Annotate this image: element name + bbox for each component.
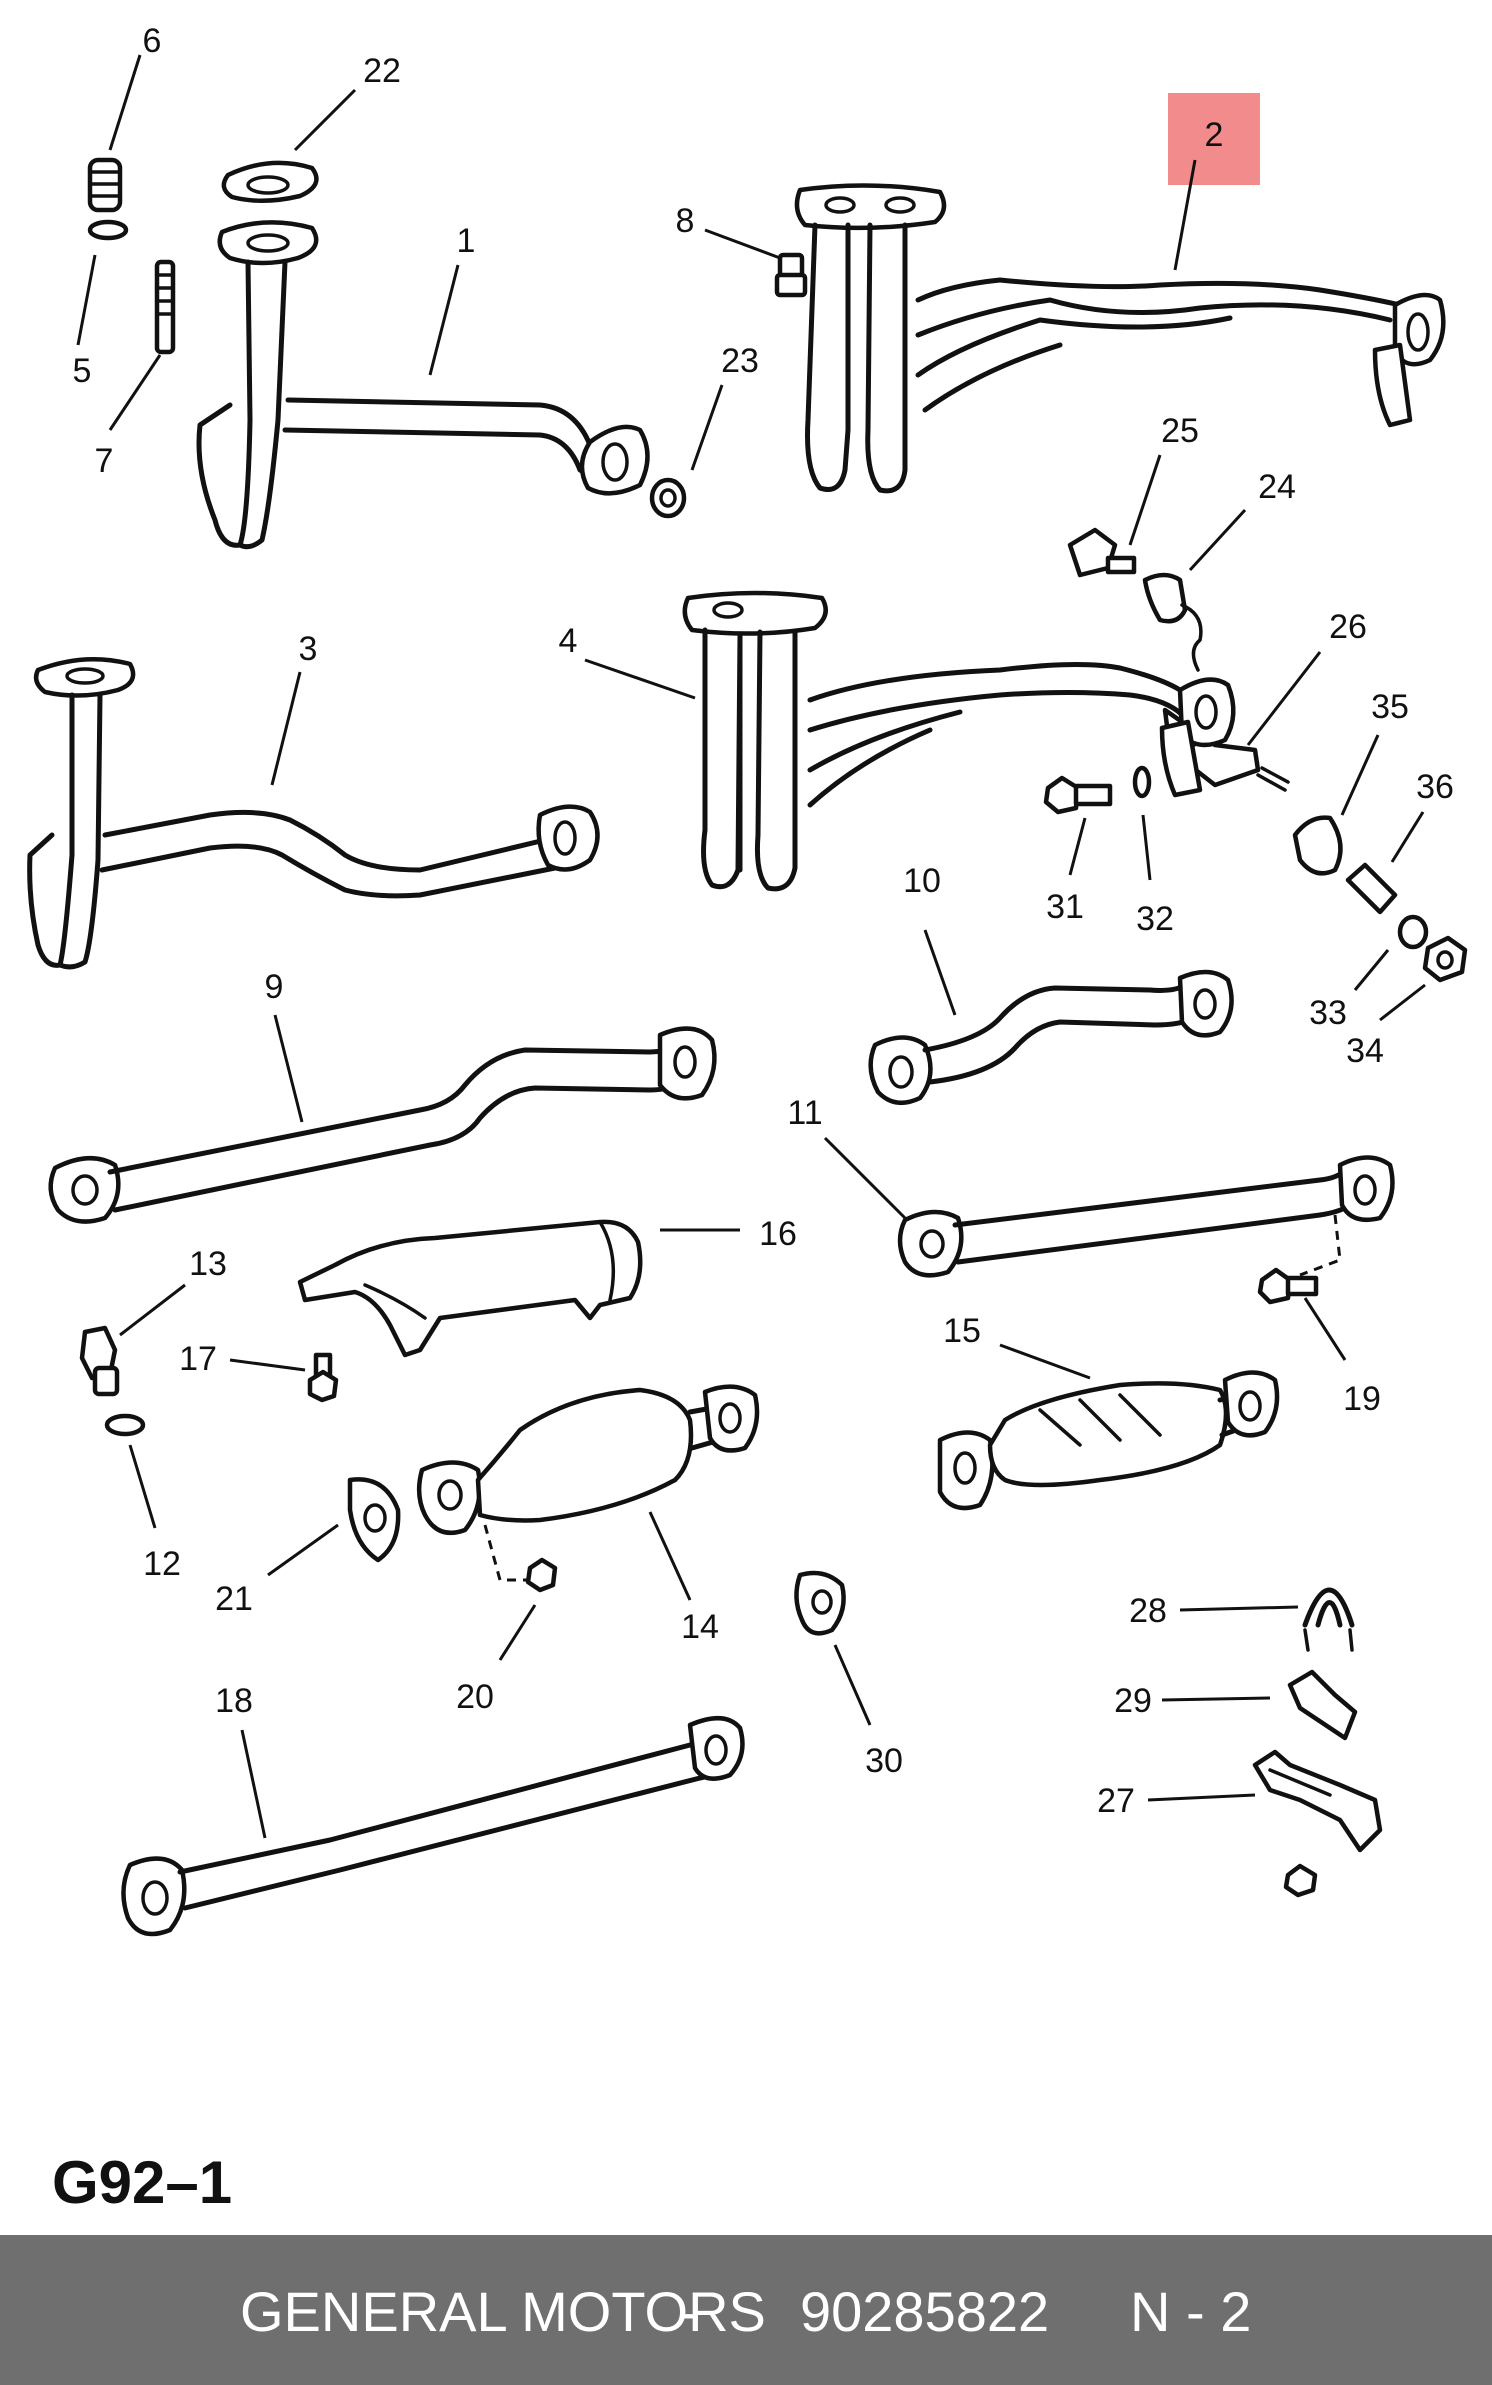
part-14-catalytic-converter <box>416 1384 760 1536</box>
callout-4: 4 <box>559 622 578 660</box>
part-20-nut <box>525 1557 558 1593</box>
part-8-bolt <box>774 252 808 298</box>
callout-27: 27 <box>1097 1782 1135 1820</box>
callout-21: 21 <box>215 1580 253 1618</box>
part-27-nut <box>1283 1863 1318 1898</box>
part-27-bracket <box>1252 1749 1383 1853</box>
callout-29: 29 <box>1114 1682 1152 1720</box>
part-30-hanger <box>794 1570 846 1636</box>
part-9-pipe <box>48 1026 717 1224</box>
part-35-bush <box>1292 815 1343 876</box>
part-23-nut <box>649 477 687 519</box>
part-12-washer <box>104 1413 146 1437</box>
callout-14: 14 <box>681 1608 719 1646</box>
callout-6: 6 <box>143 22 162 60</box>
part-4-exhaust-manifold <box>682 590 1236 892</box>
callout-9: 9 <box>265 968 284 1006</box>
part-16-heat-shield <box>297 1219 643 1358</box>
callout-3: 3 <box>299 630 318 668</box>
part-15-catalytic-converter <box>937 1370 1280 1511</box>
callout-16: 16 <box>759 1215 797 1253</box>
parts-diagram: 6 22 1 5 7 8 23 2 25 24 26 35 36 33 34 3… <box>27 22 1468 1937</box>
part-33-washer <box>1397 914 1429 950</box>
callout-numbers: 6 22 1 5 7 8 23 2 25 24 26 35 36 33 34 3… <box>73 22 1454 1820</box>
callout-18: 18 <box>215 1682 253 1720</box>
callout-33: 33 <box>1309 994 1347 1032</box>
part-1-downpipe <box>196 220 650 550</box>
part-20-mount-line <box>483 1524 530 1582</box>
part-3-downpipe <box>27 656 600 970</box>
callout-8: 8 <box>676 202 695 240</box>
callout-23: 23 <box>721 342 759 380</box>
callout-15: 15 <box>943 1312 981 1350</box>
part-21-gasket <box>347 1477 401 1563</box>
callout-1: 1 <box>457 222 476 260</box>
footer-separator: - <box>680 2280 699 2343</box>
part-10-pipe <box>868 969 1234 1106</box>
callout-2: 2 <box>1205 116 1224 154</box>
part-6-spring <box>87 157 123 213</box>
callout-31: 31 <box>1046 888 1084 926</box>
callout-19: 19 <box>1343 1380 1381 1418</box>
callout-17: 17 <box>179 1340 217 1378</box>
callout-32: 32 <box>1136 900 1174 938</box>
callout-12: 12 <box>143 1545 181 1583</box>
part-32-washer <box>1132 765 1152 799</box>
callout-13: 13 <box>189 1245 227 1283</box>
callout-25: 25 <box>1161 412 1199 450</box>
part-34-nut <box>1422 935 1468 983</box>
callout-highlight-box <box>1168 93 1260 185</box>
part-17-bolt <box>307 1352 339 1403</box>
footer-brand: GENERAL MOTORS <box>240 2280 766 2343</box>
callout-35: 35 <box>1371 688 1409 726</box>
callout-5: 5 <box>73 352 92 390</box>
part-24-rubber-mount <box>1142 572 1203 672</box>
callout-10: 10 <box>903 862 941 900</box>
callout-30: 30 <box>865 1742 903 1780</box>
part-22-gasket <box>221 160 319 204</box>
footer-bar: GENERAL MOTORS - 90285822 N - 2 <box>0 2235 1492 2385</box>
diagram-code: G92–1 <box>52 2149 233 2216</box>
part-19-bolt <box>1257 1267 1319 1305</box>
part-7-stud <box>154 259 176 355</box>
part-2-exhaust-manifold <box>794 183 1446 494</box>
part-13-sensor <box>79 1325 120 1397</box>
callout-11: 11 <box>787 1094 822 1132</box>
part-31-bolt <box>1043 775 1113 815</box>
part-25-bolt <box>1067 527 1137 578</box>
part-36-sleeve <box>1345 862 1398 915</box>
callout-34: 34 <box>1346 1032 1384 1070</box>
callout-22: 22 <box>363 52 401 90</box>
part-28-u-bolt <box>1302 1587 1355 1652</box>
callout-7: 7 <box>95 442 114 480</box>
callout-20: 20 <box>456 1678 494 1716</box>
part-5-washer <box>87 219 129 241</box>
footer-part-number: 90285822 <box>800 2280 1050 2343</box>
part-11-pipe <box>897 1155 1395 1278</box>
callout-36: 36 <box>1416 768 1454 806</box>
part-18-pipe <box>121 1716 745 1937</box>
footer-page: N - 2 <box>1130 2280 1252 2343</box>
callout-24: 24 <box>1258 468 1296 506</box>
callout-26: 26 <box>1329 608 1367 646</box>
part-19-mount-line <box>1299 1214 1342 1277</box>
part-29-clamp <box>1287 1669 1358 1741</box>
callout-28: 28 <box>1129 1592 1167 1630</box>
leader-lines <box>76 54 1426 1839</box>
